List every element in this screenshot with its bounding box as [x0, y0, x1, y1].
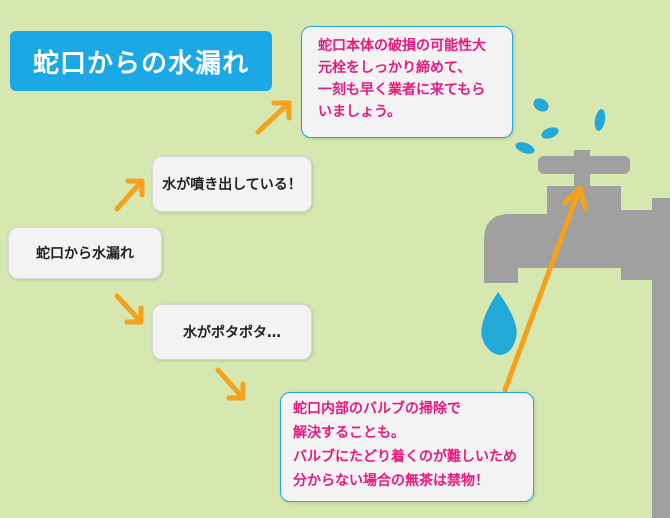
- faucet-illustration: [484, 150, 670, 518]
- advice-line: 分からない場合の無茶は禁物！: [293, 473, 489, 489]
- spray-box: 水が噴き出している！: [152, 156, 312, 212]
- page-title: 蛇口からの水漏れ: [10, 31, 272, 91]
- advice-line: 一刻も早く業者に来てもら: [318, 82, 486, 98]
- advice-line: 解決することも。: [293, 425, 405, 441]
- arrows: [114, 100, 588, 401]
- advice-line: 元栓をしっかり締めて、: [318, 60, 472, 76]
- spray-advice-box: 蛇口本体の破損の可能性大 元栓をしっかり締めて、 一刻も早く業者に来てもら いま…: [301, 26, 513, 138]
- advice-line: バルブにたどり着くのが難しいため: [293, 449, 517, 465]
- advice-line: 蛇口本体の破損の可能性大: [318, 38, 486, 54]
- advice-line: 蛇口内部のバルブの掃除で: [293, 401, 461, 417]
- advice-line: いましょう。: [318, 104, 402, 120]
- root-box: 蛇口から水漏れ: [8, 227, 162, 279]
- drip-advice-box: 蛇口内部のバルブの掃除で 解決することも。 バルブにたどり着くのが難しいため 分…: [280, 392, 534, 502]
- drip-box: 水がポタポタ…: [152, 304, 312, 360]
- water-drops: [481, 98, 606, 355]
